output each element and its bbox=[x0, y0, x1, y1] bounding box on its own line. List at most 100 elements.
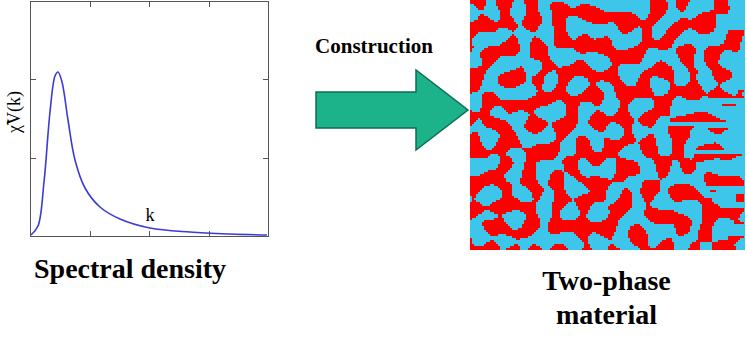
phase-red bbox=[470, 116, 494, 118]
phase-red bbox=[720, 158, 732, 160]
phase-red bbox=[672, 146, 684, 148]
phase-red bbox=[490, 240, 494, 242]
phase-red bbox=[602, 148, 622, 150]
phase-red bbox=[696, 240, 712, 242]
phase-red bbox=[552, 2, 564, 4]
phase-red bbox=[734, 222, 744, 224]
phase-red bbox=[670, 186, 694, 188]
phase-red bbox=[470, 188, 482, 190]
phase-red bbox=[700, 228, 712, 230]
phase-red bbox=[582, 182, 612, 184]
phase-red bbox=[530, 50, 548, 52]
phase-red bbox=[616, 122, 634, 124]
phase-red bbox=[624, 132, 632, 134]
phase-red bbox=[522, 148, 560, 150]
phase-red bbox=[618, 28, 634, 30]
phase-red bbox=[470, 150, 508, 152]
phase-red bbox=[672, 140, 686, 142]
phase-red bbox=[640, 188, 660, 190]
phase-red bbox=[526, 186, 542, 188]
phase-red bbox=[642, 196, 654, 198]
phase-red bbox=[584, 242, 588, 244]
phase-red bbox=[650, 8, 668, 10]
phase-red bbox=[526, 6, 538, 8]
phase-red bbox=[550, 220, 590, 222]
phase-red bbox=[552, 204, 566, 206]
phase-red bbox=[484, 244, 498, 246]
phase-red bbox=[646, 208, 658, 210]
phase-red bbox=[554, 42, 612, 44]
phase-red bbox=[472, 198, 474, 200]
phase-red bbox=[508, 28, 516, 30]
phase-red bbox=[528, 130, 542, 132]
phase-red bbox=[558, 80, 570, 82]
phase-red bbox=[534, 58, 550, 60]
phase-red bbox=[564, 168, 578, 170]
phase-red bbox=[656, 246, 674, 248]
phase-red bbox=[642, 28, 652, 30]
phase-red bbox=[678, 234, 684, 236]
phase-red bbox=[616, 92, 654, 94]
phase-red bbox=[700, 224, 714, 226]
phase-red bbox=[530, 44, 546, 46]
phase-red bbox=[642, 38, 654, 40]
phase-red bbox=[480, 118, 500, 120]
phase-red bbox=[696, 30, 714, 32]
phase-red bbox=[536, 94, 570, 96]
phase-red bbox=[586, 186, 608, 188]
phase-red bbox=[698, 32, 710, 34]
phase-red bbox=[566, 104, 580, 106]
phase-red bbox=[680, 58, 694, 60]
phase-red bbox=[524, 2, 538, 4]
phase-red bbox=[502, 196, 514, 198]
phase-red bbox=[490, 210, 512, 212]
phase-red bbox=[554, 140, 562, 142]
phase-red bbox=[478, 8, 484, 10]
phase-red bbox=[548, 228, 616, 230]
phase-red bbox=[470, 124, 472, 126]
phase-red bbox=[708, 128, 728, 130]
phase-red bbox=[650, 2, 668, 4]
phase-red bbox=[628, 234, 648, 236]
two-phase-texture bbox=[470, 0, 745, 250]
phase-red bbox=[526, 8, 538, 10]
phase-red bbox=[668, 132, 690, 134]
phase-red bbox=[614, 174, 636, 176]
phase-red bbox=[618, 98, 634, 100]
phase-red bbox=[554, 170, 562, 172]
phase-red bbox=[498, 78, 526, 80]
phase-red bbox=[550, 6, 570, 8]
phase-red bbox=[614, 202, 632, 204]
phase-red bbox=[550, 176, 564, 178]
phase-red bbox=[554, 40, 612, 42]
phase-red bbox=[470, 90, 478, 92]
phase-red bbox=[690, 80, 698, 82]
phase-red bbox=[564, 166, 578, 168]
phase-red bbox=[482, 102, 552, 104]
phase-red bbox=[526, 10, 538, 12]
phase-red bbox=[682, 170, 694, 172]
phase-red bbox=[724, 42, 740, 44]
phase-red bbox=[590, 176, 600, 178]
phase-red bbox=[532, 96, 604, 98]
phase-red bbox=[682, 62, 694, 64]
phase-red bbox=[536, 92, 568, 94]
phase-red bbox=[500, 16, 512, 18]
phase-red bbox=[648, 14, 664, 16]
phase-red bbox=[616, 166, 640, 168]
phase-red bbox=[698, 238, 712, 240]
phase-red bbox=[532, 192, 542, 194]
phase-red bbox=[588, 120, 634, 122]
phase-red bbox=[670, 82, 674, 84]
phase-red bbox=[648, 68, 672, 70]
phase-red bbox=[736, 94, 742, 96]
phase-red bbox=[652, 108, 670, 110]
phase-red bbox=[574, 176, 586, 178]
phase-red bbox=[532, 38, 540, 40]
phase-red bbox=[556, 134, 568, 136]
phase-red bbox=[496, 144, 522, 146]
phase-red bbox=[640, 116, 660, 118]
phase-red bbox=[470, 136, 480, 138]
phase-red bbox=[678, 46, 694, 48]
phase-red bbox=[552, 124, 576, 126]
